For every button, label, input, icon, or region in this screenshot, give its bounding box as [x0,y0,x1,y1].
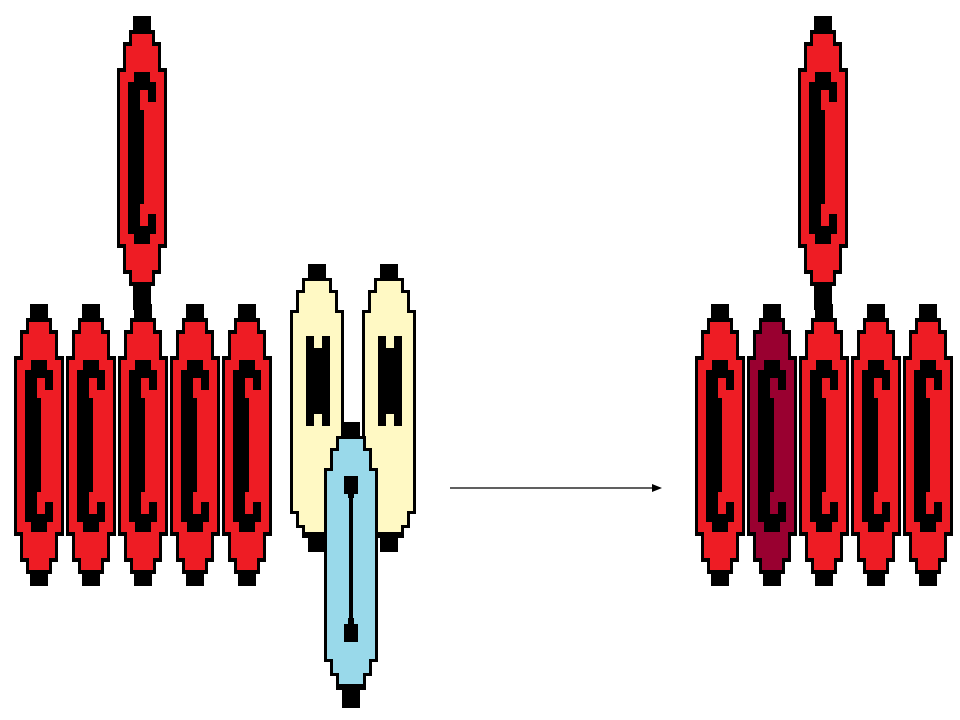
right-subunit-3 [799,304,849,586]
reaction-arrow-icon [450,484,662,492]
right-stalk-link [814,284,832,310]
right-subunit-1 [695,304,745,586]
right-subunit-2 [747,304,797,586]
left-subunit-1 [14,304,64,586]
left-stalk-subunit [117,16,167,298]
antibody-icon [290,264,416,708]
left-subunit-2 [66,304,116,586]
left-pentamer-complex [14,16,272,586]
antibody-light-chain [324,422,378,708]
left-stalk-link [133,284,151,310]
right-pentamer-complex [695,16,953,586]
left-subunit-5 [222,304,272,586]
right-subunit-4 [851,304,901,586]
right-subunit-5 [903,304,953,586]
right-stalk-subunit [798,16,848,298]
left-subunit-3 [118,304,168,586]
left-subunit-4 [170,304,220,586]
